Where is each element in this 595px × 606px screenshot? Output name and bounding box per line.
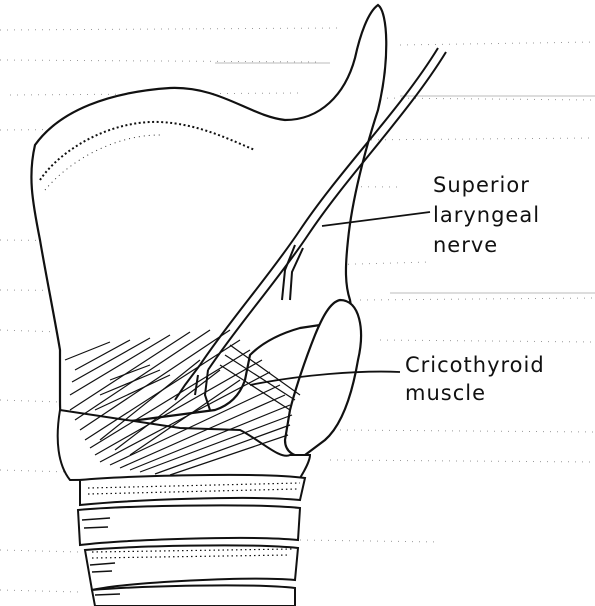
tracheal-rings: [78, 475, 305, 606]
superior-laryngeal-nerve-label-line-3: nerve: [433, 235, 498, 256]
cricothyroid-muscle-label-line-1: Cricothyroid: [405, 355, 545, 376]
tracheal-ring-1: [80, 475, 305, 505]
tracheal-ring-2: [78, 505, 300, 545]
superior-laryngeal-nerve-label-line-1: Superior: [433, 175, 530, 196]
cricothyroid-muscle-label-line-2: muscle: [405, 383, 486, 404]
superior-laryngeal-nerve-label-line-2: laryngeal: [433, 205, 540, 226]
tracheal-ring-3: [85, 545, 298, 590]
tracheal-ring-4: [92, 585, 295, 606]
